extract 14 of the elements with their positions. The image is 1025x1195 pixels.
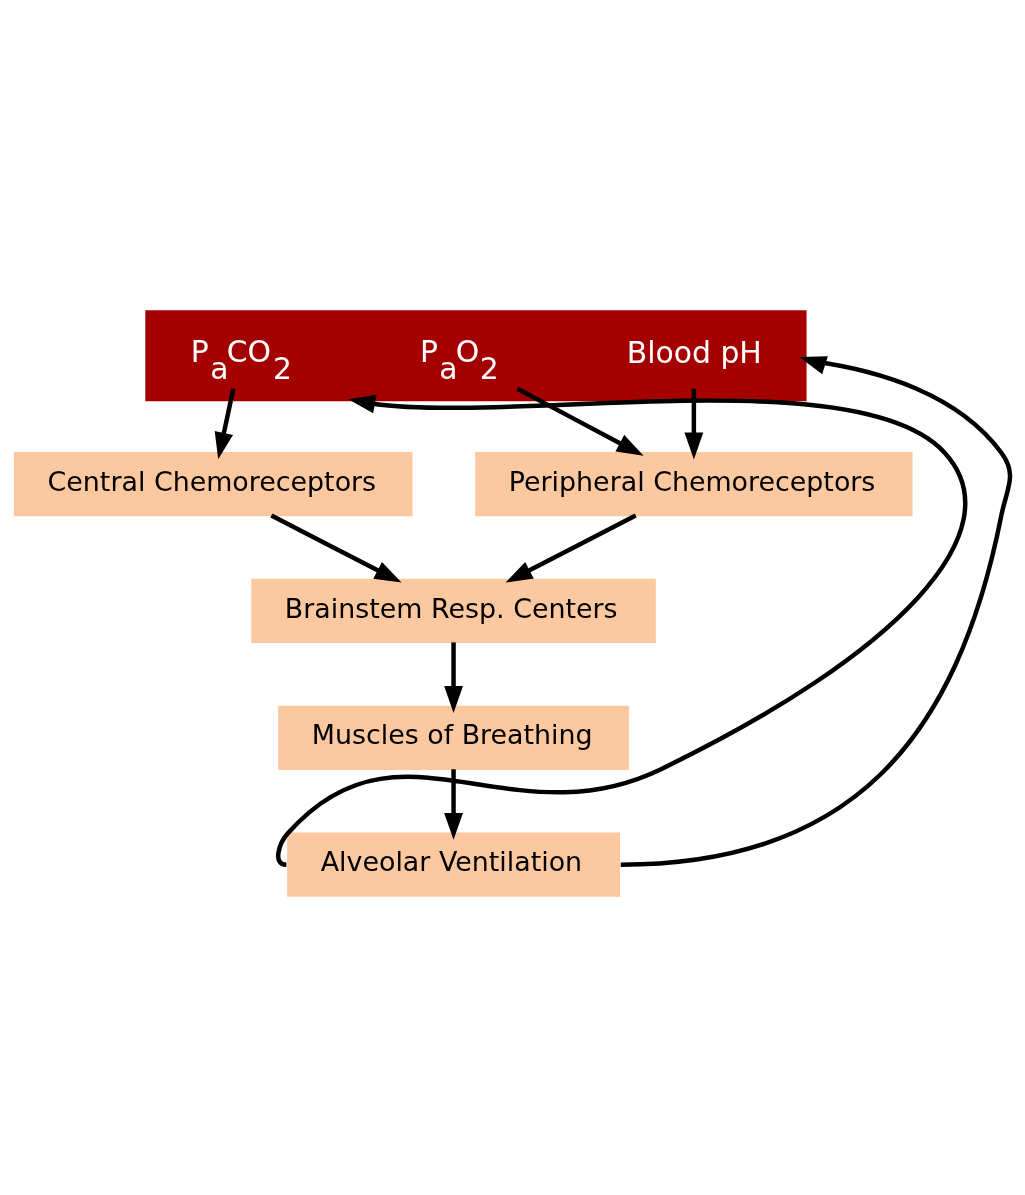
arrow [516, 386, 644, 456]
arrow [444, 642, 463, 713]
arrow [444, 769, 463, 840]
node-box: Central Chemoreceptors [13, 451, 413, 517]
arrow [270, 513, 402, 583]
node-box: Brainstem Resp. Centers [251, 578, 656, 644]
arrow [505, 513, 637, 583]
arrow [684, 388, 704, 460]
node-box: Peripheral Chemoreceptors [475, 451, 913, 517]
cluster [145, 310, 807, 402]
arrow [620, 356, 1013, 867]
node-text: Blood pH [626, 335, 762, 371]
node-box: Alveolar Ventilation [287, 832, 620, 897]
node-box: Muscles of Breathing [278, 705, 629, 770]
